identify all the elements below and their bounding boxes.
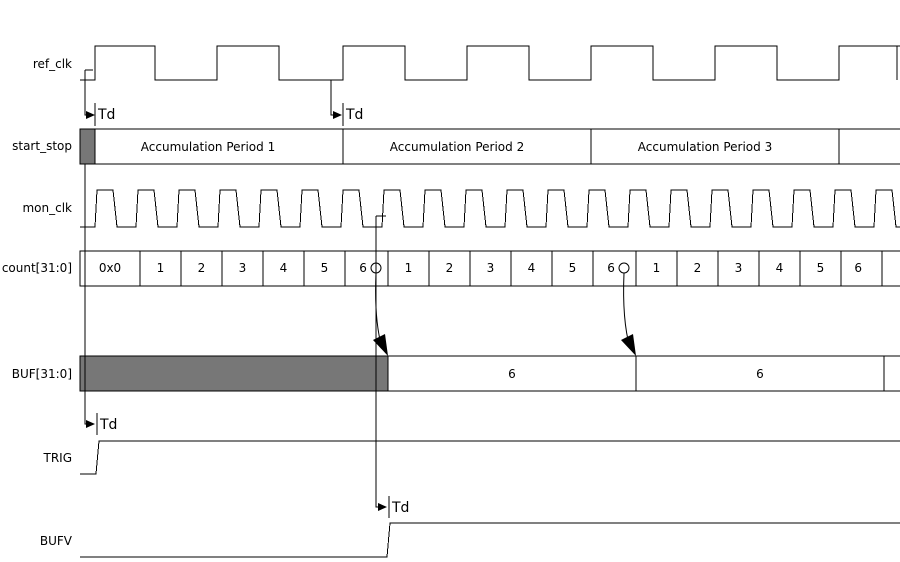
td-arrowhead-1 <box>86 111 95 119</box>
count-cell <box>303 250 346 287</box>
td-arrowhead-trig <box>86 420 95 428</box>
count-value: 1 <box>653 261 661 275</box>
td-label-2: Td <box>345 107 363 123</box>
count-cell <box>469 250 512 287</box>
count-value: 4 <box>280 261 288 275</box>
count-value: 2 <box>694 261 702 275</box>
capture-arrow-2 <box>618 262 636 356</box>
count-value: 2 <box>198 261 206 275</box>
td-annotation-2: Td <box>330 80 363 126</box>
td-arrowhead-2 <box>333 111 342 119</box>
count-value: 3 <box>487 261 495 275</box>
buf-segment-1 <box>387 355 637 392</box>
start-stop-label-1: Accumulation Period 1 <box>141 140 275 154</box>
start-stop-label-2: Accumulation Period 2 <box>390 140 524 154</box>
count-cell <box>881 250 900 287</box>
td-label-bufv: Td <box>391 500 409 516</box>
count-value: 6 <box>359 261 367 275</box>
label-buf: BUF[31:0] <box>12 367 72 381</box>
count-cell <box>551 250 594 287</box>
ref-clk-waveform <box>80 45 900 81</box>
mon-clk-waveform <box>80 189 900 228</box>
start-stop-label-3: Accumulation Period 3 <box>638 140 772 154</box>
count-value: 1 <box>405 261 413 275</box>
td-annotation-1: Td <box>84 69 115 126</box>
buf-segment-3 <box>883 355 900 392</box>
capture-marker-2 <box>618 262 630 274</box>
trig-waveform <box>80 440 900 475</box>
count-value: 6 <box>607 261 615 275</box>
buf-value-2: 6 <box>756 367 764 381</box>
start-stop-segment-2 <box>342 128 592 165</box>
start-stop-segment-undefined <box>79 128 96 165</box>
count-cell <box>758 250 801 287</box>
start-stop-bus: Accumulation Period 1 Accumulation Perio… <box>79 128 900 165</box>
label-bufv: BUFV <box>40 534 73 548</box>
count-value: 4 <box>528 261 536 275</box>
buf-segment-2 <box>635 355 885 392</box>
buf-bus: 6 6 <box>79 355 900 392</box>
count-value: 5 <box>817 261 825 275</box>
count-cell <box>635 250 678 287</box>
count-cell <box>387 250 430 287</box>
count-value: 6 <box>854 261 862 275</box>
count-cell <box>717 250 760 287</box>
count-value: 5 <box>569 261 577 275</box>
td-label-trig: Td <box>99 417 117 433</box>
label-count: count[31:0] <box>2 261 72 275</box>
count-value: 1 <box>157 261 165 275</box>
label-start-stop: start_stop <box>12 139 72 153</box>
buf-segment-undefined <box>79 355 389 392</box>
td-arrowhead-bufv <box>378 503 387 511</box>
count-value: 3 <box>239 261 247 275</box>
count-value: 0x0 <box>99 261 121 275</box>
td-label-1: Td <box>97 107 115 123</box>
count-value: 2 <box>446 261 454 275</box>
buf-value-1: 6 <box>508 367 516 381</box>
capture-arrowhead-2 <box>621 334 636 356</box>
count-value: 4 <box>776 261 784 275</box>
count-bus: 0x0 1 2 3 4 5 6 1 2 3 4 5 6 1 2 3 4 5 6 <box>79 250 900 287</box>
count-value: 5 <box>321 261 329 275</box>
count-cell <box>510 250 553 287</box>
label-ref-clk: ref_clk <box>33 57 72 71</box>
start-stop-segment-4 <box>838 128 900 165</box>
count-cell <box>676 250 719 287</box>
bufv-waveform <box>80 522 900 558</box>
label-trig: TRIG <box>42 451 72 465</box>
capture-arrowhead-1 <box>373 334 388 356</box>
label-mon-clk: mon_clk <box>22 201 72 215</box>
count-cell <box>799 250 842 287</box>
start-stop-segment-3 <box>590 128 840 165</box>
count-value: 3 <box>735 261 743 275</box>
